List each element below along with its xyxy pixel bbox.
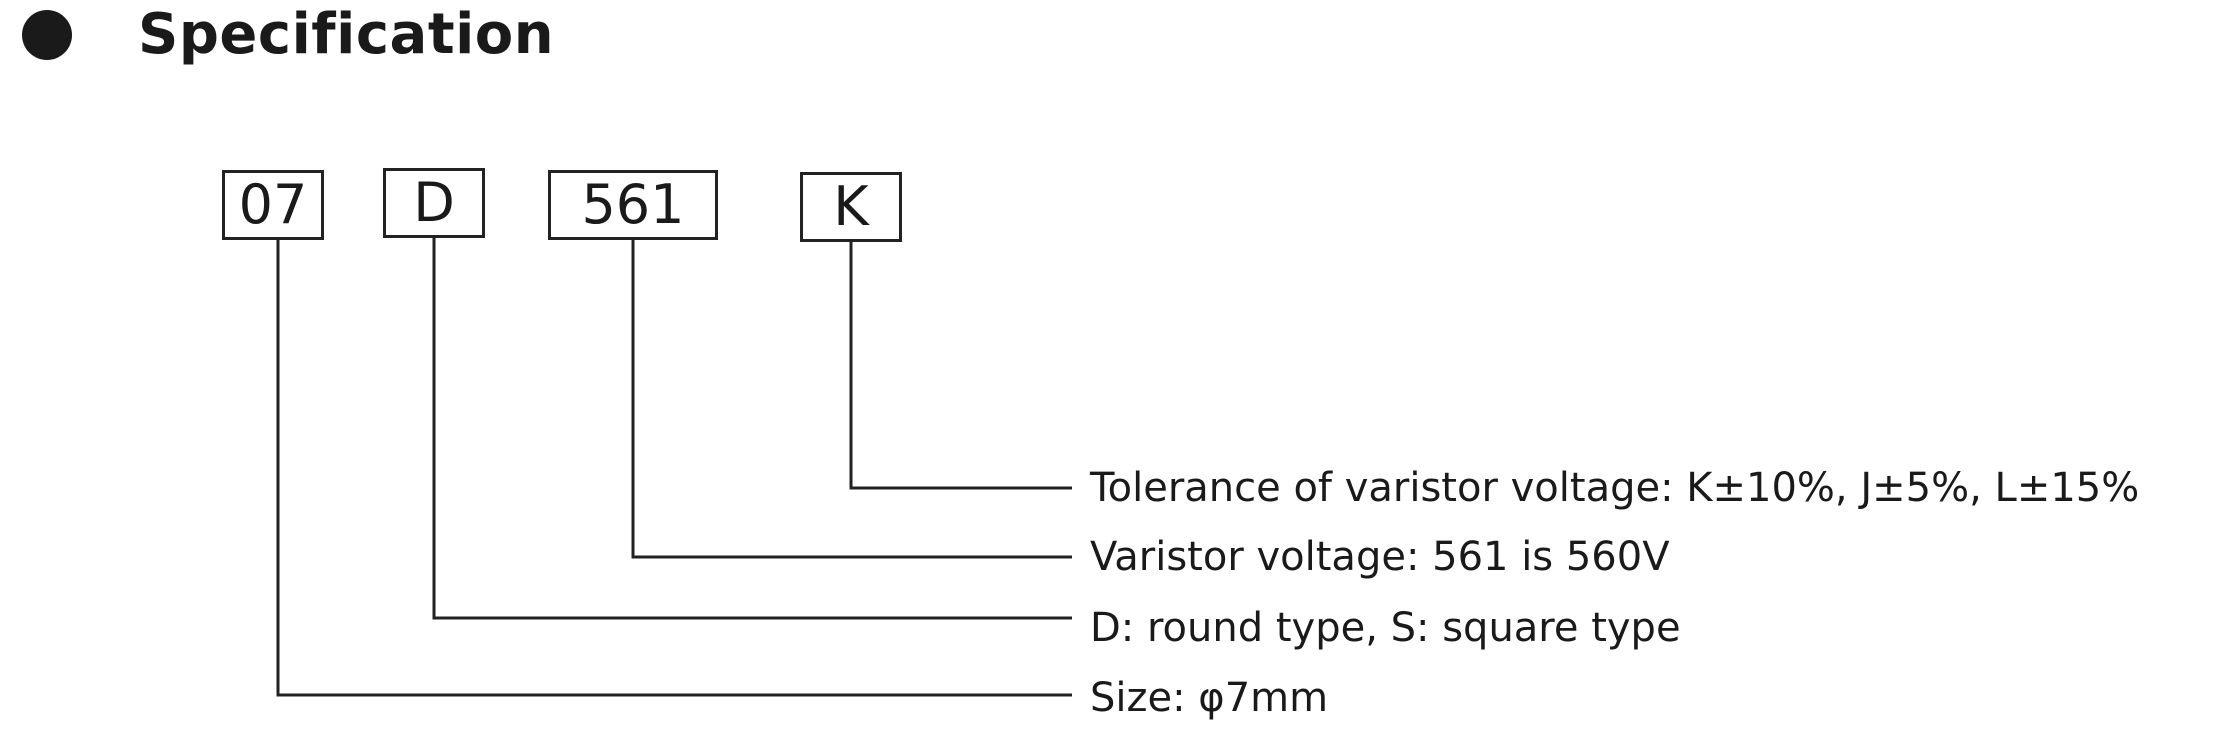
code-box-shape: D [383, 168, 485, 238]
connector-tolerance [849, 242, 1072, 490]
section-title: Specification [138, 2, 555, 67]
description-tolerance: Tolerance of varistor voltage: K±10%, J±… [1090, 465, 2140, 511]
connector-size [276, 240, 1072, 697]
filled-circle-icon [22, 10, 72, 60]
connector-shape [432, 238, 1072, 620]
code-box-tolerance: K [800, 172, 902, 242]
code-box-voltage: 561 [548, 170, 718, 240]
description-voltage: Varistor voltage: 561 is 560V [1090, 534, 1670, 580]
connector-voltage [631, 240, 1072, 559]
description-shape: D: round type, S: square type [1090, 605, 1681, 651]
code-box-size: 07 [222, 170, 324, 240]
description-size: Size: φ7mm [1090, 675, 1329, 721]
section-heading: Specification [22, 0, 554, 70]
